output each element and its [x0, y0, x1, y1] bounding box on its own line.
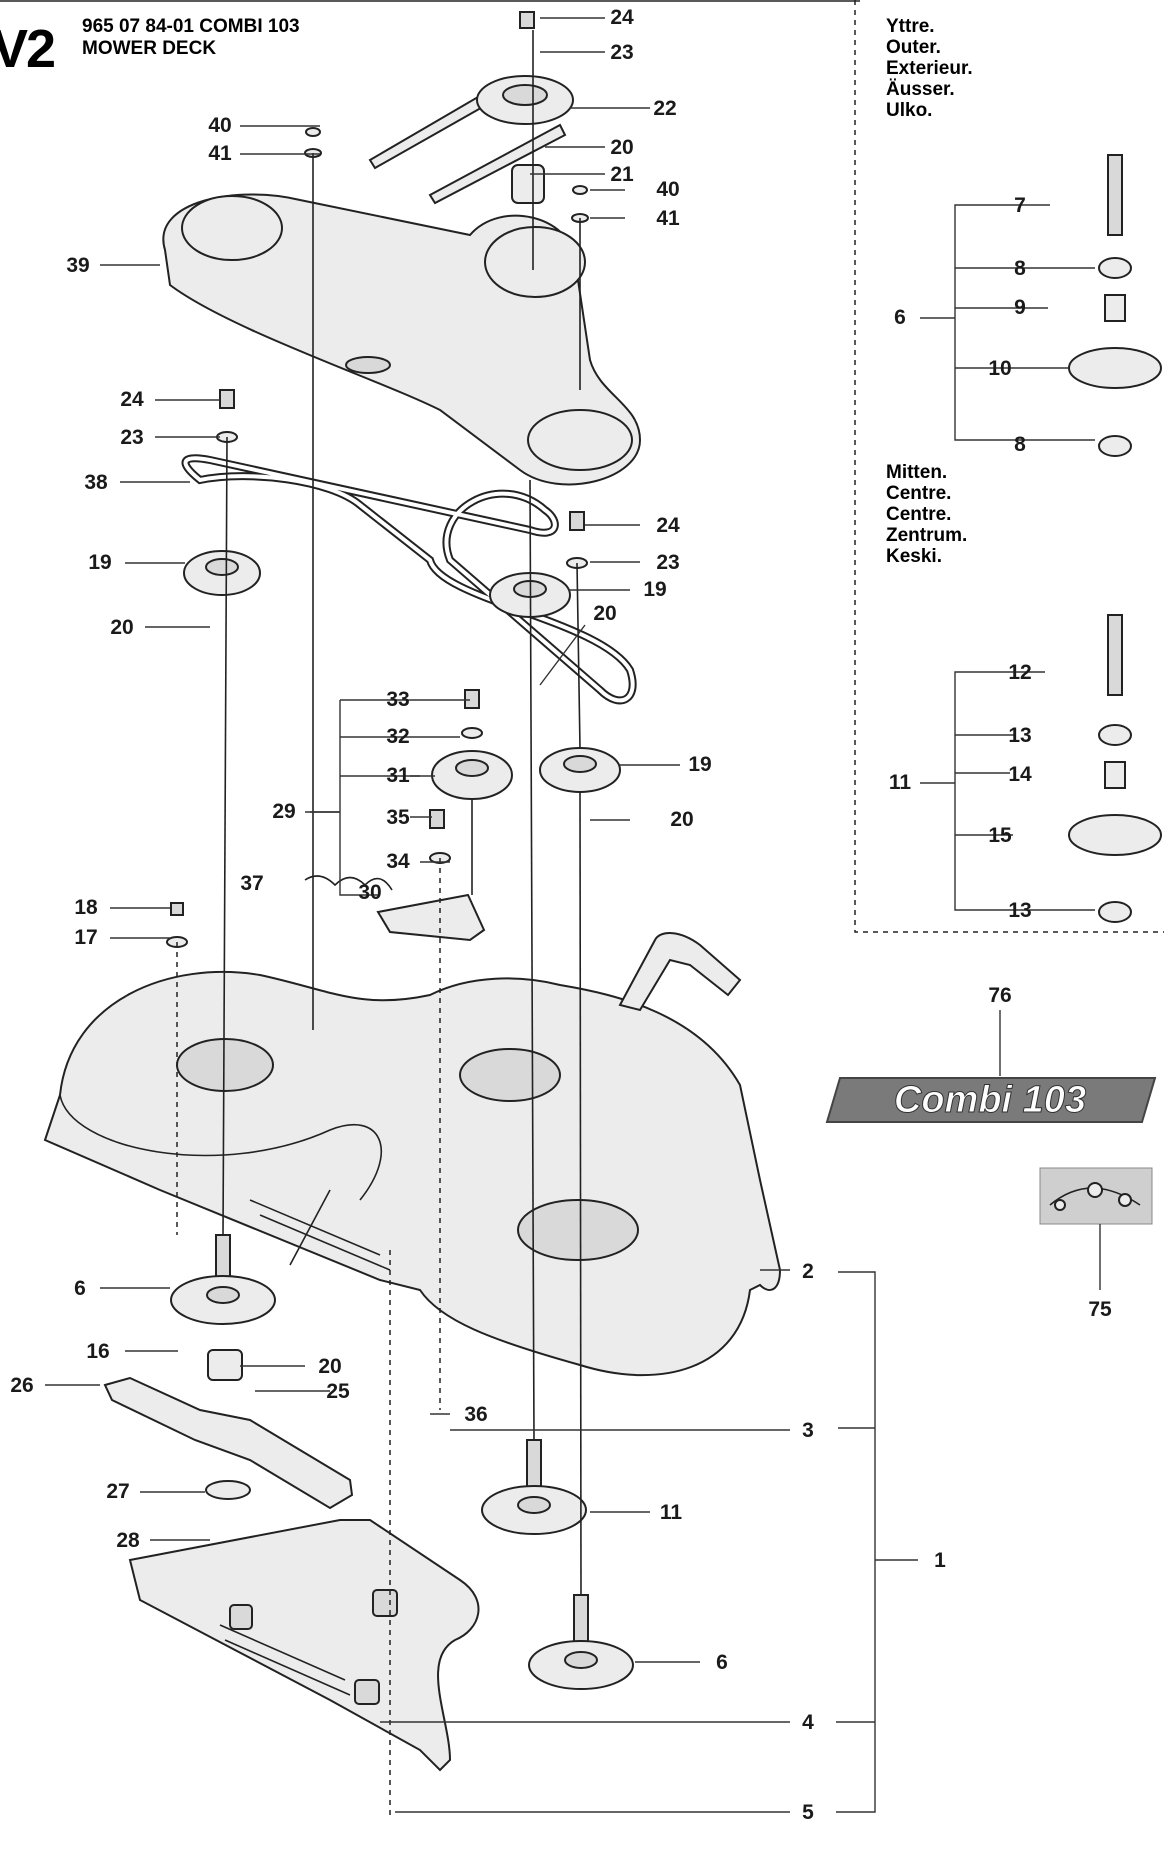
callout-c24b: 24 — [120, 388, 144, 411]
belt-routing-label — [1039, 1167, 1153, 1225]
callout-c20e: 20 — [318, 1355, 341, 1378]
callout-c12: 12 — [1008, 661, 1031, 684]
inset-brackets — [920, 204, 1095, 911]
callout-c8b: 8 — [1014, 433, 1026, 456]
pulley-right — [539, 747, 621, 793]
section-code: V2 — [0, 19, 56, 79]
legend-outer-4: Ulko. — [886, 100, 933, 121]
pulley-idler — [431, 750, 513, 800]
callout-c24c: 24 — [656, 514, 680, 537]
callout-c15: 15 — [988, 824, 1012, 847]
callout-c6c: 6 — [894, 306, 906, 329]
callout-c5: 5 — [802, 1801, 814, 1824]
callout-c40b: 40 — [208, 114, 231, 137]
legend-centre-3: Zentrum. — [886, 525, 968, 546]
callout-c20c: 20 — [593, 602, 616, 625]
callout-c27: 27 — [106, 1480, 129, 1503]
decal-text: Combi 103 — [894, 1079, 1086, 1121]
v-belt — [181, 454, 637, 705]
spindle-center — [481, 1439, 587, 1535]
callout-c7: 7 — [1014, 194, 1026, 217]
callout-c33: 33 — [386, 688, 409, 711]
top-pulley — [368, 11, 574, 205]
callout-c13b: 13 — [1008, 899, 1031, 922]
callout-c9: 9 — [1014, 296, 1026, 319]
callout-c8a: 8 — [1014, 257, 1026, 280]
callout-c76: 76 — [988, 984, 1011, 1007]
callout-c11b: 11 — [889, 771, 912, 794]
axis-lines — [176, 30, 582, 1820]
legend-outer-2: Exterieur. — [886, 58, 973, 79]
callout-c39: 39 — [66, 254, 89, 277]
legend-centre-4: Keski. — [886, 546, 942, 567]
callout-c35: 35 — [386, 806, 410, 829]
callout-c20b: 20 — [110, 616, 133, 639]
decal-combi-103: Combi 103 — [825, 1077, 1157, 1123]
spindle-right — [528, 1594, 634, 1690]
callout-c26: 26 — [10, 1374, 33, 1397]
callout-c28: 28 — [116, 1529, 140, 1552]
callout-c2: 2 — [802, 1260, 814, 1283]
callout-c1: 1 — [934, 1549, 946, 1572]
callout-c41a: 41 — [656, 207, 680, 230]
spindle-left — [170, 1234, 276, 1325]
callout-c24a: 24 — [610, 6, 634, 29]
callout-c21: 21 — [610, 163, 634, 186]
callout-c18: 18 — [74, 896, 98, 919]
tension-arm — [304, 875, 486, 942]
callout-c14: 14 — [1008, 763, 1032, 786]
inset-spindle-centre — [1068, 614, 1162, 923]
callout-c25: 25 — [326, 1380, 350, 1403]
callout-c10: 10 — [988, 357, 1011, 380]
inset-spindle-outer — [1068, 154, 1162, 457]
callout-c75: 75 — [1088, 1298, 1112, 1321]
callout-labels: 2423222021404140413924233819202423192033… — [10, 6, 1112, 1824]
belt-cover — [162, 193, 642, 486]
part-number-title: 965 07 84-01 COMBI 103 — [82, 16, 300, 37]
callout-c32: 32 — [386, 725, 409, 748]
legend-centre-1: Centre. — [886, 483, 952, 504]
baffle — [128, 1519, 480, 1772]
legend-centre-0: Mitten. — [886, 462, 948, 483]
callout-c23a: 23 — [610, 41, 633, 64]
callout-c6b: 6 — [716, 1651, 728, 1674]
callout-c41b: 41 — [208, 142, 232, 165]
callout-c23b: 23 — [120, 426, 143, 449]
assembly-bracket — [836, 1271, 918, 1813]
callout-c19a: 19 — [88, 551, 111, 574]
callout-c3: 3 — [802, 1419, 814, 1442]
callout-c20d: 20 — [670, 808, 693, 831]
callout-c20a: 20 — [610, 136, 633, 159]
callout-c19b: 19 — [643, 578, 666, 601]
callout-c37: 37 — [240, 872, 263, 895]
pulley-left — [183, 550, 261, 596]
callout-c29: 29 — [272, 800, 295, 823]
callout-c23c: 23 — [656, 551, 679, 574]
blade — [103, 1349, 354, 1510]
legend-outer-1: Outer. — [886, 37, 941, 58]
callout-c22: 22 — [653, 97, 676, 120]
callout-c4: 4 — [802, 1711, 814, 1734]
callout-c40a: 40 — [656, 178, 679, 201]
callout-c17: 17 — [74, 926, 97, 949]
diagram-subtitle: MOWER DECK — [82, 38, 217, 59]
legend-outer-0: Yttre. — [886, 16, 935, 37]
callout-c13a: 13 — [1008, 724, 1031, 747]
callout-c36: 36 — [464, 1403, 487, 1426]
callout-c30: 30 — [358, 881, 381, 904]
callout-c11a: 11 — [660, 1501, 683, 1524]
callout-c34: 34 — [386, 850, 410, 873]
callout-c6a: 6 — [74, 1277, 86, 1300]
mower-deck — [43, 932, 782, 1377]
callout-c38: 38 — [84, 471, 108, 494]
inset-panel-border — [854, 0, 1164, 933]
legend-outer-3: Äusser. — [886, 79, 955, 100]
legend-centre-2: Centre. — [886, 504, 952, 525]
leader-lines — [45, 17, 790, 1813]
callout-c16: 16 — [86, 1340, 109, 1363]
callout-c31: 31 — [386, 764, 410, 787]
callout-c19c: 19 — [688, 753, 711, 776]
